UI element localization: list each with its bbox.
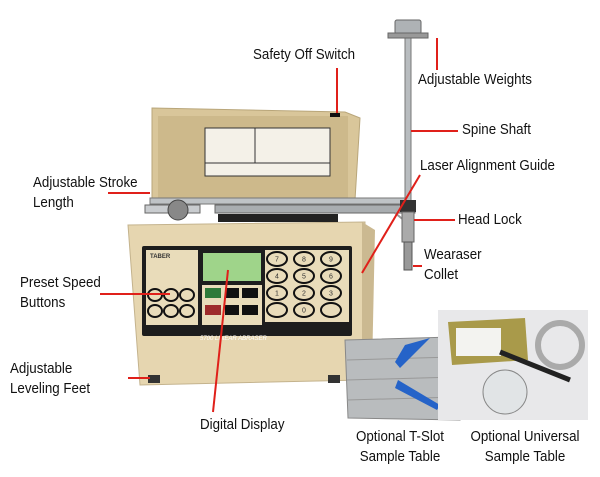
model-label: 5700 LINEAR ABRASER [200,336,267,342]
spine-shaft [387,19,429,271]
keypad-key[interactable] [293,251,315,267]
leveling-foot[interactable] [148,375,160,383]
base-unit: 7 8 9 4 5 6 1 2 3 0 5700 LINEAR ABRASER TABER [127,221,375,386]
keypad-key[interactable] [320,251,342,267]
label-line: Length [33,195,74,211]
t-slot-table-image [344,336,461,421]
preset-speed-button[interactable] [179,288,195,302]
label-spine-shaft: Spine Shaft [462,122,531,138]
label-line: Optional Universal [470,429,580,445]
label-adjustable-weights: Adjustable Weights [418,72,532,88]
label-head-lock: Head Lock [458,212,522,228]
keypad-key[interactable] [266,251,288,267]
adjustable-weights[interactable] [394,19,422,35]
keypad-key-label: 2 [302,291,306,298]
keypad-key[interactable] [320,268,342,284]
label-line: Sample Table [484,449,566,465]
label-line: Preset Speed [20,275,101,291]
label-line: Buttons [20,295,66,311]
label-line: Adjustable [10,361,73,377]
label-safety-off-switch: Safety Off Switch [253,47,356,63]
keypad-key[interactable] [266,302,288,318]
label-line: Leveling Feet [10,381,91,397]
keypad-key[interactable] [320,302,342,318]
keypad-key-label: 8 [302,257,306,264]
keypad-key[interactable] [293,285,315,301]
label-line: Optional T-Slot [355,429,445,445]
keypad-key-label: 6 [329,274,333,281]
lid [151,107,361,206]
stroke-arm [144,197,416,226]
label-line: Sample Table [359,449,441,465]
keypad-key[interactable] [293,302,315,318]
keypad-key[interactable] [293,268,315,284]
preset-speed-button[interactable] [147,304,163,318]
label-line: Wearaser [424,247,482,263]
keypad-key[interactable] [266,268,288,284]
keypad-key-label: 9 [329,257,333,264]
brand-logo: TABER [150,254,171,260]
keypad-key[interactable] [320,285,342,301]
keypad-key-label: 0 [302,308,306,315]
leveling-foot[interactable] [328,375,340,383]
keypad-key-label: 4 [275,274,279,281]
preset-speed-button[interactable] [179,304,195,318]
keypad-key-label: 5 [302,274,306,281]
keypad-key-label: 3 [329,291,333,298]
universal-table-image [438,310,588,420]
keypad-key-label: 7 [275,257,279,264]
keypad-key-label: 1 [275,291,279,298]
label-line: Collet [424,267,459,283]
safety-off-switch[interactable] [330,113,340,117]
leader-lines [100,38,458,413]
keypad-key[interactable] [266,285,288,301]
wearaser-collet [403,241,413,271]
preset-speed-button[interactable] [163,304,179,318]
label-laser-alignment-guide: Laser Alignment Guide [420,158,555,174]
label-digital-display: Digital Display [200,417,285,433]
digital-display [203,253,261,281]
label-line: Adjustable Stroke [33,175,138,191]
